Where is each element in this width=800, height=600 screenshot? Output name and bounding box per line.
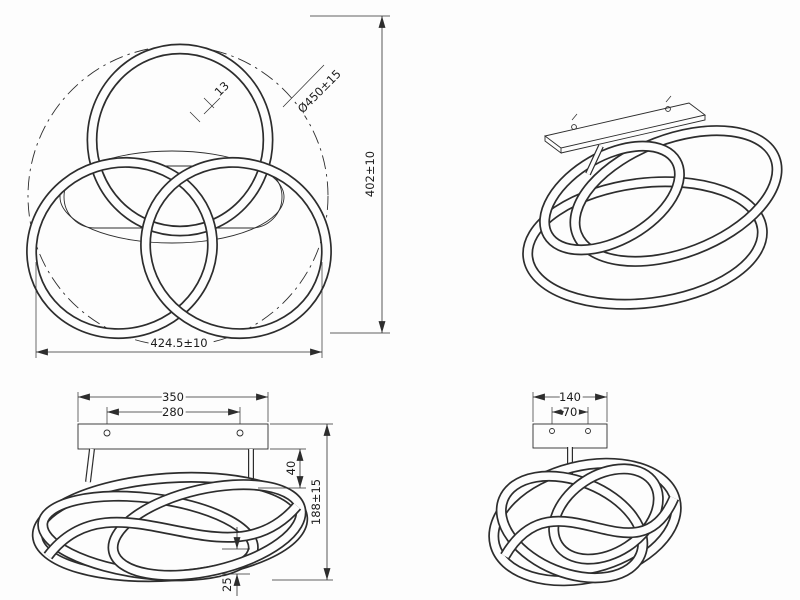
light-tube-knot-top xyxy=(26,43,332,340)
dim-canopy-offset: 40 xyxy=(284,461,298,476)
screws-perspective xyxy=(571,95,672,130)
dim-overall-height: 402±10 xyxy=(363,151,377,197)
dim-canopy-width: 350 xyxy=(162,390,184,404)
canopy-side xyxy=(532,423,608,449)
dim-overall-width: 424.5±10 xyxy=(150,336,207,350)
screws-front xyxy=(103,429,244,437)
screw xyxy=(665,106,671,112)
dim-canopy-depth-group: 140 xyxy=(532,388,608,422)
screw xyxy=(236,429,244,437)
screws-side xyxy=(549,428,591,434)
dim-overall-width-group: 424.5±10 xyxy=(35,262,323,358)
canopy-outline-top xyxy=(59,150,285,244)
screw xyxy=(549,428,555,434)
dim-fixture-height: 188±15 xyxy=(309,479,323,525)
dim-canopy-width-group: 350 xyxy=(77,388,269,422)
dim-tube-width-group: 13 xyxy=(189,76,234,123)
dim-canopy-depth: 140 xyxy=(559,390,581,404)
perspective-view xyxy=(522,95,783,310)
dim-mount-spacing-front: 280 xyxy=(162,405,184,419)
screw xyxy=(103,429,111,437)
canopy-front xyxy=(77,423,269,450)
mounting-plate-perspective xyxy=(543,102,707,154)
dim-overall-height-group: 402±10 xyxy=(310,15,390,334)
dim-canopy-offset-group: 40 xyxy=(258,448,306,489)
light-tube-swirl-side xyxy=(488,457,682,587)
top-view: 13 Ø450±15 402±10 424.5±10 xyxy=(26,15,390,358)
diameter-phantom-circle xyxy=(27,45,329,347)
dim-diameter-group: Ø450±15 xyxy=(282,64,346,118)
dim-tube-size-group: 25 xyxy=(218,527,250,596)
dim-mount-spacing-front-group: 280 xyxy=(106,403,241,424)
screw xyxy=(571,124,577,130)
dim-fixture-height-group: 188±15 xyxy=(270,423,333,581)
dim-tube-width: 13 xyxy=(212,79,232,99)
dim-diameter: Ø450±15 xyxy=(295,67,344,116)
dim-mount-spacing-side: 70 xyxy=(563,405,578,419)
light-tube-swirl-front xyxy=(31,471,309,583)
screw xyxy=(585,428,591,434)
side-view: 140 70 xyxy=(488,388,682,587)
front-view: 350 280 40 188±15 25 xyxy=(31,388,333,596)
dim-tube-size: 25 xyxy=(220,577,234,592)
dim-mount-spacing-side-group: 70 xyxy=(551,403,589,424)
